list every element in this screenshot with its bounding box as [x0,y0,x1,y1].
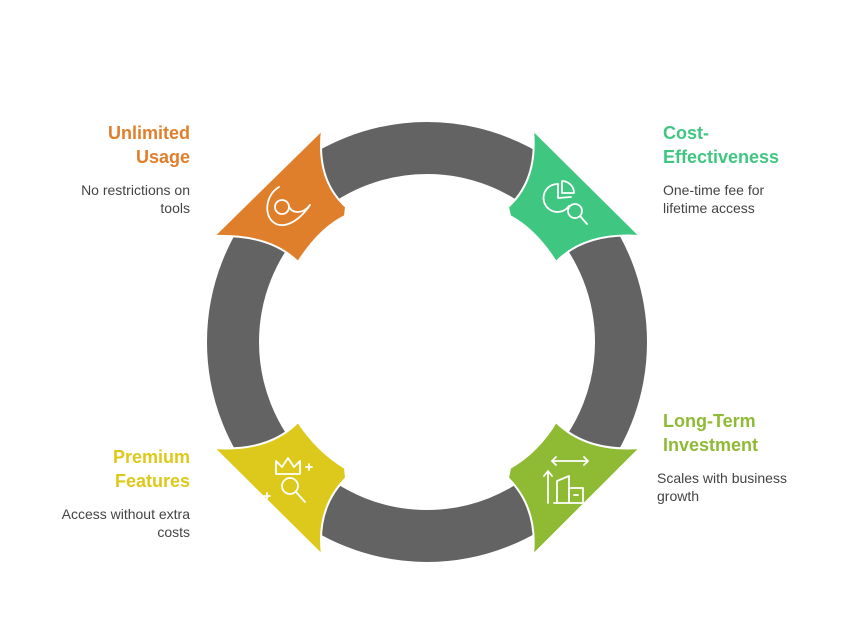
pie-chart-magnifier-icon [542,180,588,225]
cost-effectiveness-title: Cost- Effectiveness [663,123,780,167]
growth-buildings-icon [543,456,589,504]
segment-premium-features [213,421,347,556]
premium-features-description: Access without extra costs [61,506,190,540]
segment-cost-effectiveness [507,129,641,263]
ring-track [207,122,647,562]
premium-features-title: Premium Features [112,447,190,491]
crown-magnifier-icon [263,457,313,503]
unlimited-usage-description: No restrictions on tools [81,182,190,216]
long-term-investment-description: Scales with business growth [657,470,787,504]
segment-long-term-investment [507,421,641,556]
unlimited-usage-title: Unlimited Usage [107,123,190,167]
unlimited-loop-icon [266,186,311,226]
cost-effectiveness-description: One-time fee for lifetime access [663,182,765,216]
long-term-investment-title: Long-Term Investment [663,411,759,455]
segment-unlimited-usage [213,129,347,263]
